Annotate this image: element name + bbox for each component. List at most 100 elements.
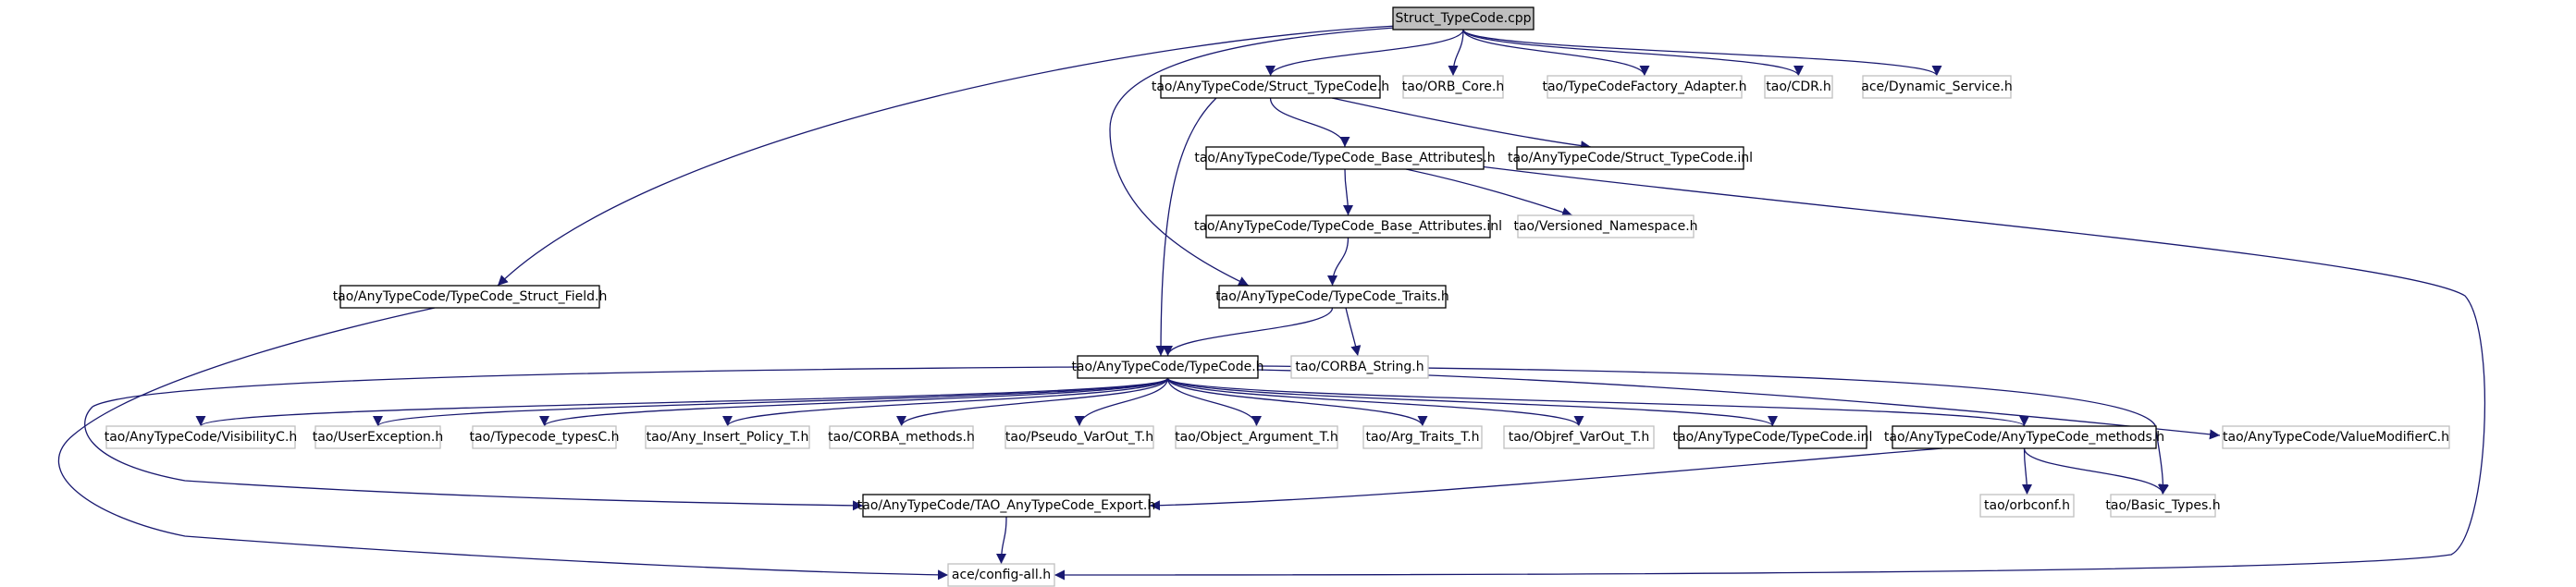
- node-label: ace/config-all.h: [952, 568, 1051, 582]
- node-label: tao/AnyTypeCode/ValueModifierC.h: [2223, 430, 2449, 445]
- node-label: tao/Arg_Traits_T.h: [1365, 430, 1479, 445]
- edge-line: [1462, 29, 1804, 77]
- edge-atc_methods-to-basic_types: [2023, 447, 2168, 495]
- node-box: [1005, 425, 1154, 449]
- node-corba-methods: tao/CORBA_methods.h: [828, 425, 975, 449]
- node-label: tao/Typecode_typesC.h: [470, 430, 620, 445]
- edge-typecode_h-to-corba_methods: [896, 377, 1169, 427]
- edge-typecode_h-to-export_h: [84, 366, 1078, 511]
- edge-base_attr_h-to-config_all: [1054, 165, 2485, 581]
- edge-root-to-traits: [1109, 27, 1396, 287]
- node-typecode-inl[interactable]: tao/AnyTypeCode/TypeCode.inl: [1673, 425, 1873, 449]
- edge-typecode_h-to-object_arg: [1166, 377, 1262, 427]
- node-cdr: tao/CDR.h: [1764, 75, 1833, 99]
- node-struct-h[interactable]: tao/AnyTypeCode/Struct_TypeCode.h: [1152, 75, 1389, 99]
- node-label: tao/CORBA_methods.h: [828, 430, 975, 445]
- edge-struct_h-to-struct_inl: [1331, 97, 1592, 152]
- node-label: tao/Object_Argument_T.h: [1175, 430, 1338, 445]
- node-box: [314, 425, 441, 449]
- node-box: [862, 494, 1151, 518]
- node-box: [1290, 355, 1429, 379]
- edge-line: [1327, 237, 1350, 287]
- edge-line: [1166, 377, 1584, 427]
- edge-base_attr_h-to-base_attr_inl: [1342, 168, 1353, 216]
- node-box: [1892, 425, 2157, 449]
- node-config-all: ace/config-all.h: [947, 563, 1055, 587]
- node-object-arg: tao/Object_Argument_T.h: [1175, 425, 1338, 449]
- file-nodes: Struct_TypeCode.cpp tao/AnyTypeCode/Struc…: [105, 6, 2450, 587]
- edge-line: [1149, 447, 1943, 511]
- node-label: tao/CDR.h: [1766, 79, 1830, 94]
- edge-line: [1166, 377, 1428, 427]
- edge-typecode_h-to-objref_varout: [1166, 377, 1584, 427]
- edge-line: [896, 377, 1169, 427]
- edge-line: [722, 377, 1169, 427]
- node-box: [1205, 146, 1485, 170]
- edge-line: [1054, 165, 2485, 581]
- node-label: tao/TypeCodeFactory_Adapter.h: [1542, 79, 1746, 94]
- node-base-attr-h[interactable]: tao/AnyTypeCode/TypeCode_Base_Attributes…: [1194, 146, 1496, 170]
- edge-line: [1345, 307, 1362, 357]
- node-box: [1517, 214, 1695, 238]
- node-tcf-adapter: tao/TypeCodeFactory_Adapter.h: [1542, 75, 1747, 99]
- node-orb-core: tao/ORB_Core.h: [1402, 75, 1504, 99]
- node-box: [947, 563, 1055, 587]
- node-struct-field[interactable]: tao/AnyTypeCode/TypeCode_Struct_Field.h: [333, 285, 608, 309]
- node-label: tao/AnyTypeCode/TAO_AnyTypeCode_Export.h: [857, 498, 1156, 513]
- edge-line: [1269, 97, 1350, 148]
- node-box: [1392, 6, 1535, 31]
- node-typecode-h[interactable]: tao/AnyTypeCode/TypeCode.h: [1071, 355, 1264, 379]
- edge-line: [1166, 377, 1778, 427]
- node-atc-methods[interactable]: tao/AnyTypeCode/AnyTypeCode_methods.h: [1884, 425, 2164, 449]
- node-label: tao/AnyTypeCode/TypeCode_Struct_Field.h: [333, 289, 608, 304]
- edge-line: [1265, 29, 1464, 77]
- node-box: [1862, 75, 2012, 99]
- edge-line: [2023, 447, 2168, 495]
- node-traits[interactable]: tao/AnyTypeCode/TypeCode_Traits.h: [1215, 285, 1449, 309]
- node-label: tao/Pseudo_VarOut_T.h: [1005, 430, 1153, 445]
- node-box: [1402, 75, 1504, 99]
- node-struct-inl[interactable]: tao/AnyTypeCode/Struct_TypeCode.inl: [1508, 146, 1753, 170]
- node-label: tao/UserException.h: [313, 430, 443, 445]
- node-label: tao/AnyTypeCode/VisibilityC.h: [105, 430, 298, 445]
- edge-root-to-struct_field: [497, 25, 1398, 287]
- edge-line: [1163, 307, 1334, 357]
- node-box: [1503, 425, 1655, 449]
- node-box: [1764, 75, 1833, 99]
- node-label: tao/AnyTypeCode/TypeCode.h: [1071, 360, 1263, 374]
- edge-line: [1166, 377, 2029, 427]
- edge-root-to-tcf_adapter: [1462, 29, 1650, 77]
- node-base-attr-inl[interactable]: tao/AnyTypeCode/TypeCode_Base_Attributes…: [1194, 214, 1502, 238]
- edge-line: [996, 516, 1007, 565]
- edge-atc_methods-to-orbconf: [2021, 447, 2032, 495]
- node-export-h[interactable]: tao/AnyTypeCode/TAO_AnyTypeCode_Export.h: [857, 494, 1156, 518]
- edge-typecode_h-to-any_insert: [722, 377, 1169, 427]
- edge-base_attr_h-to-versioned_ns: [1405, 168, 1573, 217]
- node-label: tao/AnyTypeCode/TypeCode_Base_Attributes…: [1194, 151, 1495, 165]
- node-visibility: tao/AnyTypeCode/VisibilityC.h: [105, 425, 298, 449]
- edge-line: [57, 307, 949, 581]
- node-label: tao/AnyTypeCode/AnyTypeCode_methods.h: [1884, 430, 2164, 445]
- edge-traits-to-corba_string: [1345, 307, 1362, 357]
- node-label: tao/Objref_VarOut_T.h: [1509, 430, 1650, 445]
- edge-line: [2021, 447, 2032, 495]
- node-root[interactable]: Struct_TypeCode.cpp: [1392, 6, 1535, 31]
- edge-typecode_h-to-atc_methods: [1166, 377, 2029, 427]
- edge-line: [1257, 365, 2169, 495]
- node-value-mod: tao/AnyTypeCode/ValueModifierC.h: [2222, 425, 2450, 449]
- node-box: [339, 285, 600, 309]
- node-label: tao/AnyTypeCode/Struct_TypeCode.inl: [1508, 151, 1753, 165]
- edge-line: [1155, 97, 1217, 357]
- node-box: [1077, 355, 1259, 379]
- node-label: tao/AnyTypeCode/Struct_TypeCode.h: [1152, 79, 1389, 94]
- node-arg-traits: tao/Arg_Traits_T.h: [1362, 425, 1483, 449]
- edge-line: [195, 377, 1169, 427]
- node-basic-types: tao/Basic_Types.h: [2105, 494, 2221, 518]
- edge-line: [1331, 97, 1592, 152]
- edge-traits-to-typecode_h: [1163, 307, 1334, 357]
- edge-root-to-dyn_service: [1462, 29, 1942, 77]
- node-tc-typesc: tao/Typecode_typesC.h: [470, 425, 620, 449]
- edge-line: [539, 377, 1169, 427]
- node-label: tao/AnyTypeCode/TypeCode_Base_Attributes…: [1194, 219, 1502, 234]
